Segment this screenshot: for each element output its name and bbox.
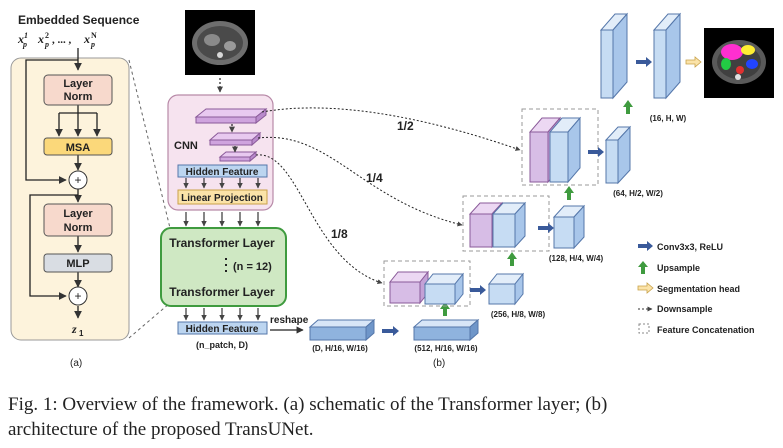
legend-upsample-icon: [638, 261, 648, 274]
legend-concat-label: Feature Concatenation: [657, 325, 755, 335]
up-feature-1-8: [423, 272, 465, 306]
feature-256: [487, 272, 525, 306]
layer-norm-2-line1: Layer: [63, 208, 93, 220]
dim-reshaped: (D, H/16, W/16): [312, 344, 368, 353]
output-z: z: [71, 322, 77, 336]
dim-16: (16, H, W): [650, 114, 687, 123]
svg-text:x: x: [37, 32, 44, 46]
add-node-2: [68, 286, 88, 306]
input-sequence-render: x 2 p , ... , x N p: [37, 31, 97, 49]
hidden-feature-bottom-label: Hidden Feature: [186, 324, 259, 335]
up-feature-1-4: [491, 201, 527, 249]
input-title: Embedded Sequence: [18, 13, 140, 27]
transformer-layer-top: Transformer Layer: [169, 236, 275, 250]
svg-text:, ... ,: , ... ,: [52, 34, 72, 46]
legend-concat-icon: [638, 323, 650, 334]
linear-projection-label: Linear Projection: [181, 193, 263, 204]
legend-seghead-label: Segmentation head: [657, 284, 740, 294]
layer-norm-2: [43, 203, 113, 237]
upsample-arrow-2: [507, 252, 517, 266]
layer-norm-1-line1: Layer: [63, 78, 93, 90]
reshaped-feature: [308, 318, 376, 342]
msa-label: MSA: [66, 142, 91, 154]
add-node-2-sign: +: [74, 289, 81, 303]
skip-connections: [255, 107, 521, 285]
transformer-repeat: (n = 12): [233, 261, 272, 273]
svg-text:p: p: [90, 40, 95, 49]
feature-16-a: [599, 12, 629, 100]
mlp-block: [43, 253, 113, 273]
conv-arrow-2: [470, 285, 486, 295]
svg-text:2: 2: [45, 31, 49, 40]
legend: Conv3x3, ReLU Upsample Segmentation head…: [637, 241, 755, 335]
concat-box-2: [462, 195, 550, 252]
add-node-1: [68, 170, 88, 190]
seg-head-arrow: [685, 56, 702, 68]
feature-16-b: [652, 12, 682, 100]
skip-label-1-8: 1/8: [331, 227, 348, 241]
zoom-lines: [128, 59, 171, 339]
panel-a-label: (a): [70, 358, 82, 369]
transformer-block: [160, 227, 287, 307]
n-patch-label: (n_patch, D): [196, 340, 248, 350]
dim-256: (256, H/8, W/8): [491, 310, 546, 319]
hidden-feature-label: Hidden Feature: [186, 167, 259, 178]
conv-arrow-1: [382, 326, 399, 336]
panel-b: CNN Hidden Feature Linear Projecti: [160, 10, 774, 369]
feature-512: [412, 318, 480, 342]
caption-line-1: Fig. 1: Overview of the framework. (a) s…: [8, 394, 608, 415]
dim-128: (128, H/4, W/4): [549, 254, 604, 263]
feature-128: [552, 204, 586, 250]
cnn-block: [167, 94, 274, 211]
skip-label-1-4: 1/4: [366, 171, 383, 185]
feature-64: [604, 125, 632, 185]
legend-downsample-label: Downsample: [657, 304, 713, 314]
hidden-feature-bar: [177, 164, 268, 178]
transformer-layer-bottom: Transformer Layer: [169, 285, 275, 299]
add-node-1-sign: +: [74, 173, 81, 187]
output-z-sub: 1: [79, 329, 84, 338]
linear-projection-bar: [177, 189, 268, 205]
skip-label-1-2: 1/2: [397, 119, 414, 133]
msa-block: [43, 137, 113, 156]
svg-text:p: p: [44, 40, 49, 49]
conv-arrow-4: [588, 147, 604, 157]
figure-caption: Fig. 1: Overview of the framework. (a) s…: [8, 392, 778, 442]
legend-conv-icon: [638, 241, 653, 251]
layer-norm-1: [43, 74, 113, 106]
legend-seghead-icon: [637, 282, 654, 294]
dim-64: (64, H/2, W/2): [613, 189, 663, 198]
layer-norm-1-line2: Norm: [64, 91, 93, 103]
cnn-label: CNN: [174, 140, 198, 152]
dim-512: (512, H/16, W/16): [414, 344, 477, 353]
conv-arrow-5: [636, 57, 652, 67]
svg-text:x: x: [83, 32, 90, 46]
mlp-label: MLP: [66, 258, 89, 270]
skip-feature-1-8: [388, 270, 430, 305]
conv-arrow-3: [538, 223, 554, 233]
upsample-arrow-4: [623, 100, 633, 114]
legend-upsample-label: Upsample: [657, 263, 700, 273]
caption-line-2: architecture of the proposed TransUNet.: [8, 419, 314, 440]
upsample-arrow-3: [564, 186, 574, 200]
up-feature-1-2: [548, 116, 582, 184]
panel-b-label: (b): [433, 358, 445, 369]
svg-text:N: N: [91, 31, 97, 40]
upsample-arrow-1: [440, 302, 450, 316]
layer-norm-2-line2: Norm: [64, 222, 93, 234]
reshape-label: reshape: [270, 315, 309, 326]
concat-box-1: [383, 260, 471, 307]
legend-conv-label: Conv3x3, ReLU: [657, 242, 723, 252]
hidden-feature-bottom-bar: [177, 321, 268, 335]
